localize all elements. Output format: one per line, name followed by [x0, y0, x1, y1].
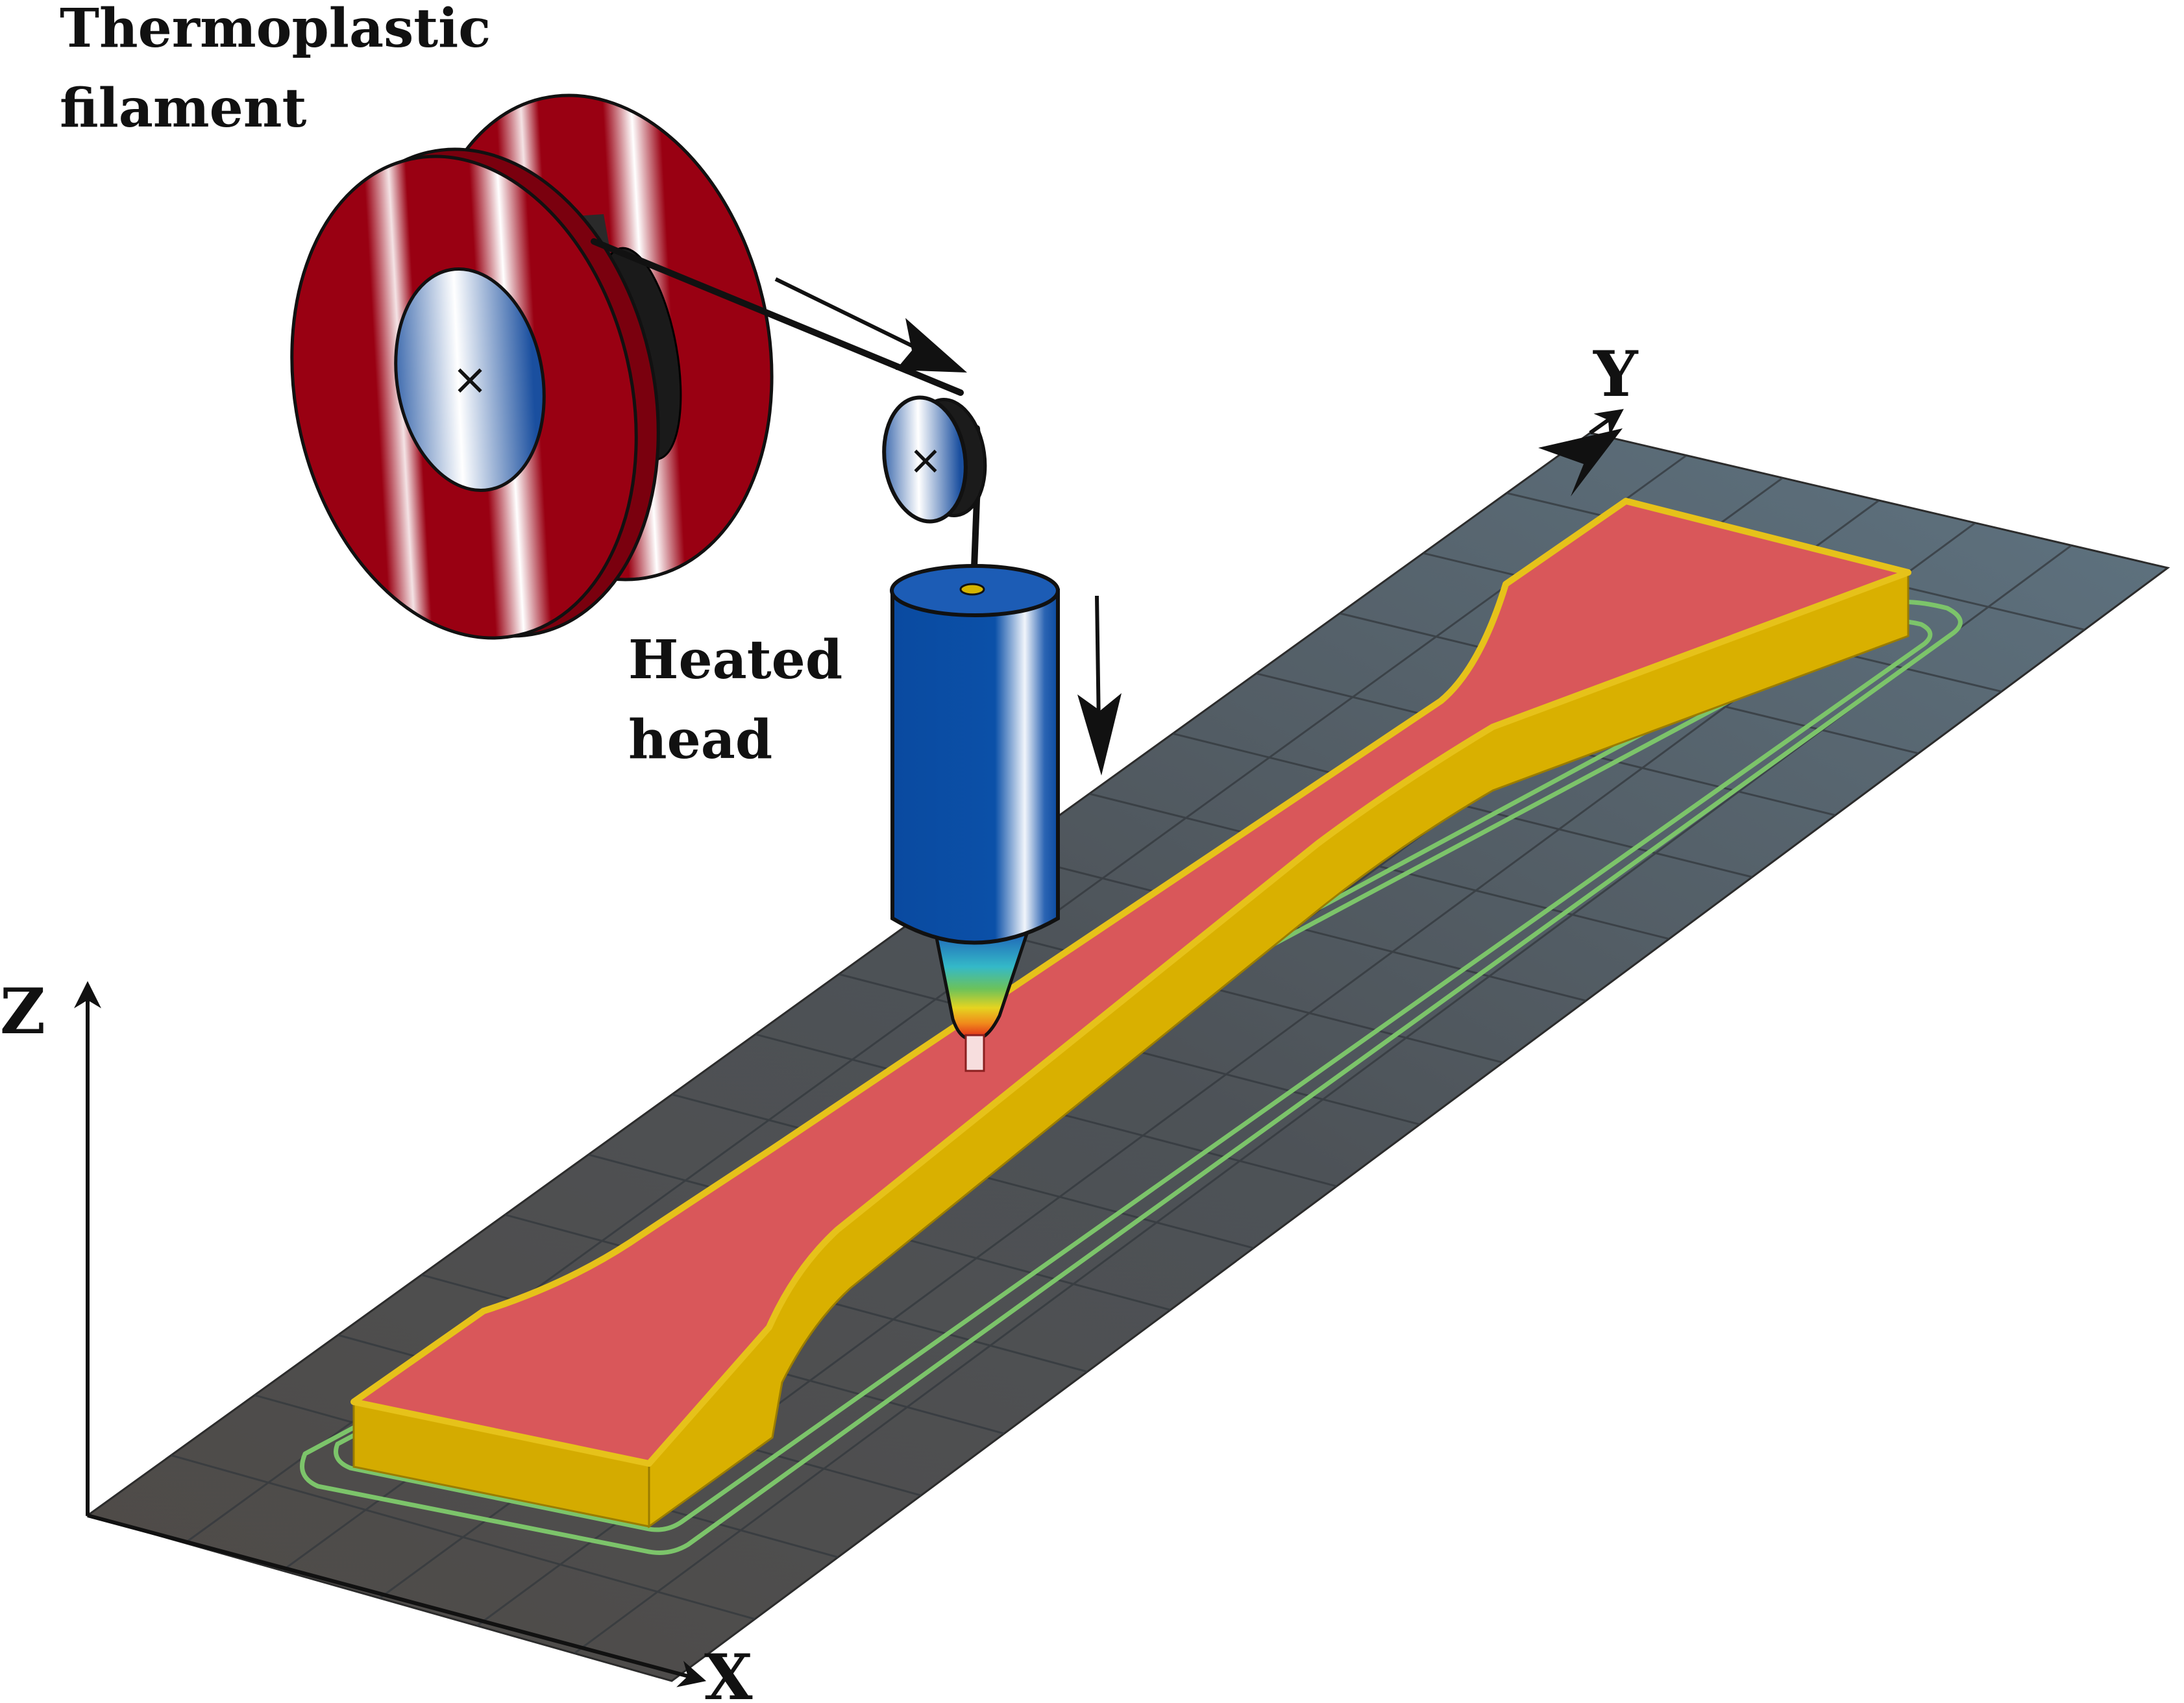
feed-arrowhead [896, 318, 967, 373]
dogbone-specimen [350, 498, 1911, 1528]
pulley-cross-icon: × [909, 436, 942, 484]
specimen-top-face [350, 498, 1911, 1467]
axis-y-arrowhead [1538, 428, 1623, 496]
head-inlet [959, 583, 985, 596]
axis-x-label: X [704, 1641, 753, 1703]
head-cylinder [890, 589, 1060, 945]
filament-spool: × [290, 93, 774, 640]
axis-z-label: Z [0, 975, 45, 1048]
feed-arrow-icon [774, 277, 923, 352]
axis-y-line [1589, 409, 1624, 436]
nozzle-tip [964, 1034, 985, 1072]
label-heated: Heated [628, 629, 842, 691]
down-arrow-icon [1095, 595, 1101, 728]
axis-x-line [87, 1513, 707, 1687]
label-head: head [628, 709, 772, 771]
heated-head [890, 564, 1060, 1072]
label-thermoplastic: Thermoplastic [60, 0, 491, 60]
guide-pulley: × [882, 395, 987, 524]
spool-hub [394, 267, 546, 492]
axes: Z X Y [0, 337, 1639, 1703]
axis-y-label: Y [1593, 337, 1639, 411]
spool-hub-cross-icon: × [452, 354, 487, 404]
label-filament: filament [60, 77, 306, 140]
feed-arrows [774, 277, 1122, 776]
down-arrowhead [1077, 693, 1122, 776]
labels: Thermoplastic filament Heated head [60, 0, 842, 771]
pulley-front [882, 395, 968, 524]
